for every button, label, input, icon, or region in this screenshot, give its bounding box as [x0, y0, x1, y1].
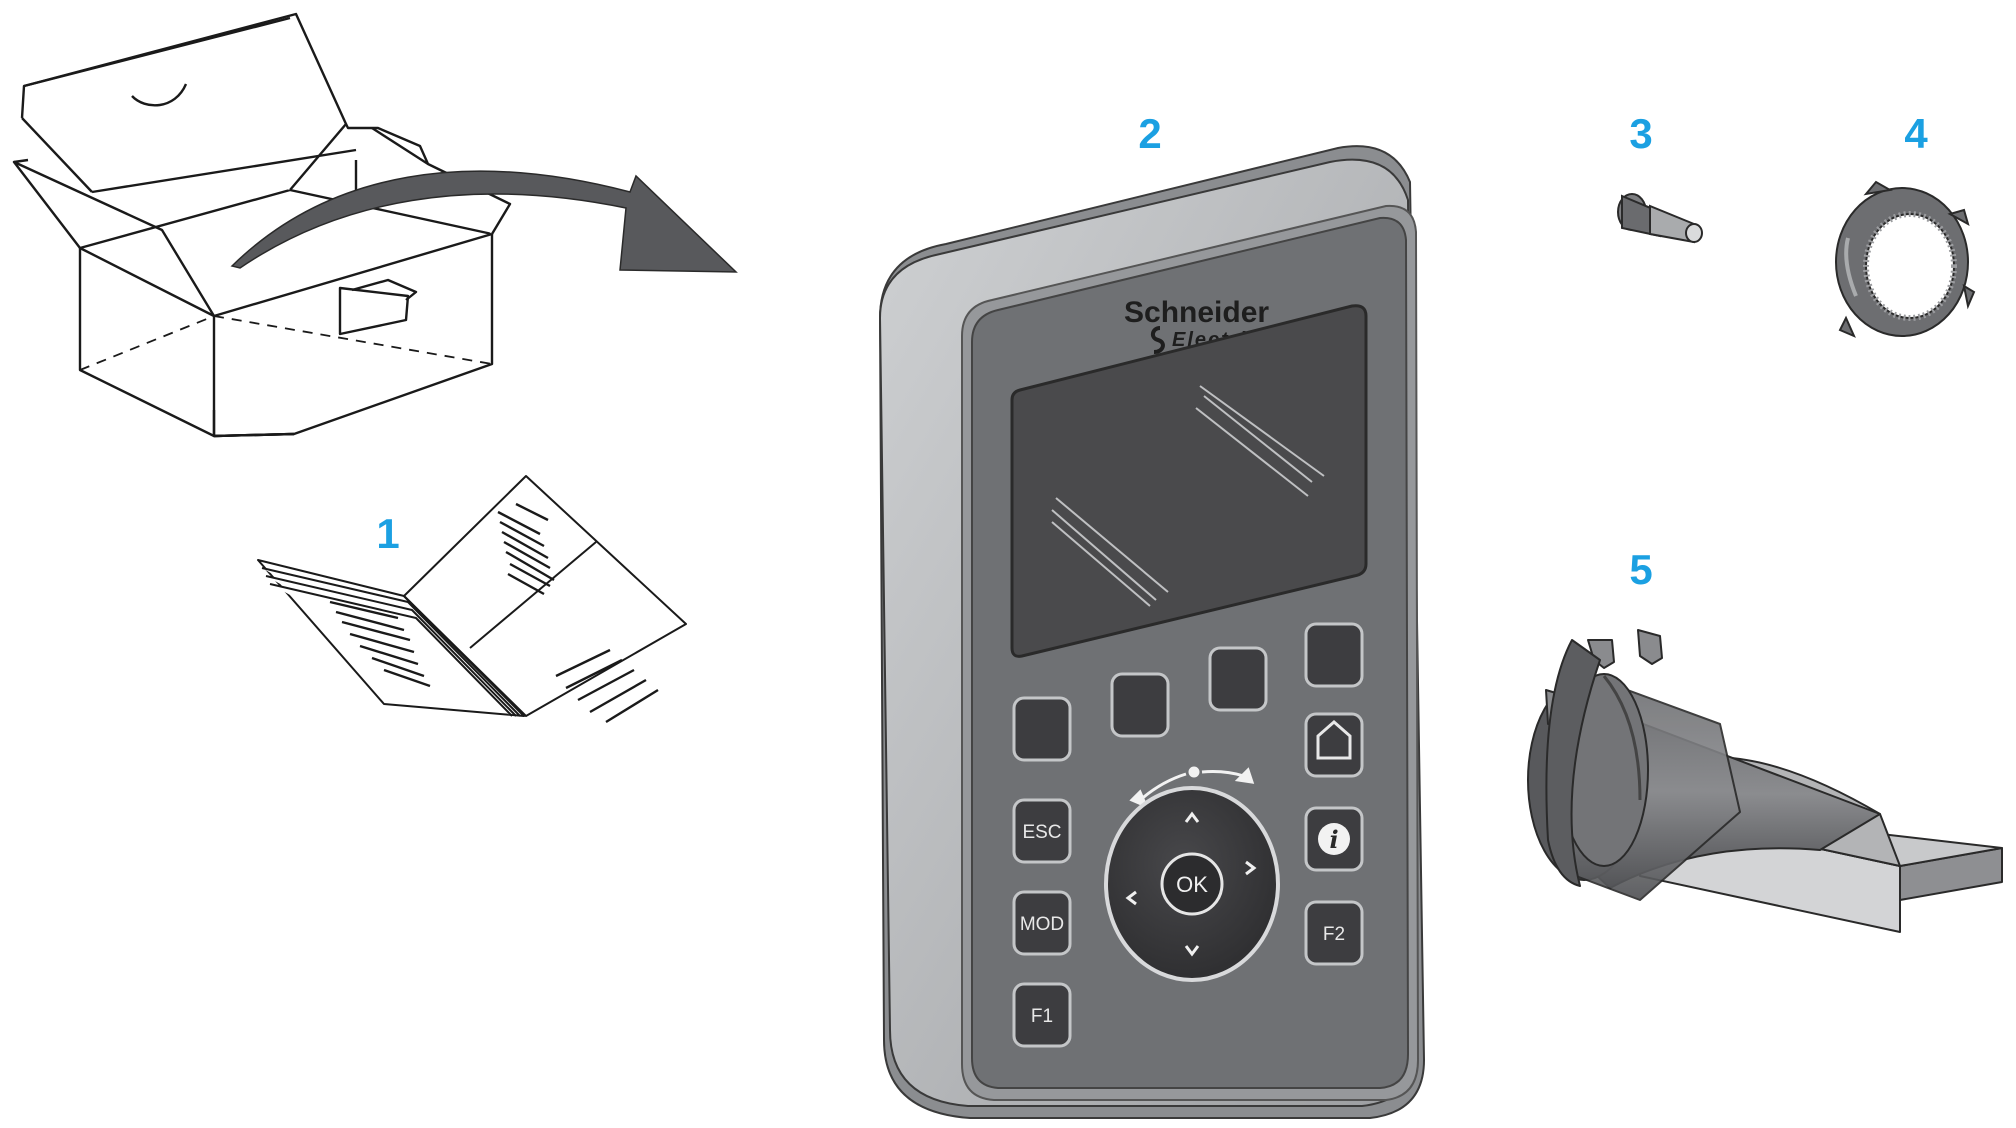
packaging-box	[12, 12, 512, 438]
blanking-plug	[1617, 193, 1703, 244]
svg-text:i: i	[1329, 825, 1338, 854]
remote-graphic-terminal: Schneider Electric i F2	[878, 145, 1426, 1119]
brand-name: Schneider	[1124, 296, 1269, 329]
mod-key[interactable]: MOD	[1012, 890, 1072, 956]
f2-key-label: F2	[1323, 924, 1345, 945]
display-screen	[1010, 304, 1368, 658]
unpack-arrow	[230, 170, 738, 273]
brand-logo-icon	[1151, 326, 1165, 354]
callout-1: 1	[376, 510, 399, 557]
soft-key-4[interactable]	[1304, 622, 1364, 688]
soft-key-3[interactable]	[1208, 646, 1268, 712]
mod-key-label: MOD	[1020, 914, 1064, 935]
instruction-booklet	[257, 475, 687, 724]
arrow-up-icon[interactable]	[1184, 811, 1200, 823]
f1-key-label: F1	[1031, 1006, 1053, 1027]
soft-key-2[interactable]	[1110, 672, 1170, 738]
ok-label: OK	[1176, 872, 1208, 897]
mounting-nut	[1835, 180, 1976, 338]
home-icon	[1316, 720, 1352, 760]
esc-key[interactable]: ESC	[1012, 798, 1072, 864]
callout-3: 3	[1629, 110, 1652, 157]
esc-key-label: ESC	[1022, 822, 1061, 843]
navigation-dial[interactable]: OK	[1104, 786, 1280, 982]
tightening-tool	[1527, 629, 2003, 933]
f2-key[interactable]: F2	[1304, 900, 1364, 966]
callout-5: 5	[1629, 546, 1652, 593]
callout-2: 2	[1138, 110, 1161, 157]
jog-rotation-icon	[1129, 766, 1255, 809]
ok-button[interactable]	[1160, 852, 1224, 916]
screen-glare	[1051, 385, 1325, 607]
callout-4: 4	[1904, 110, 1928, 157]
info-key[interactable]: i	[1304, 806, 1364, 872]
arrow-right-icon[interactable]	[1245, 860, 1257, 876]
info-icon	[1318, 823, 1350, 855]
arrow-left-icon[interactable]	[1125, 890, 1137, 906]
arrow-down-icon[interactable]	[1184, 945, 1200, 957]
soft-key-1[interactable]	[1012, 696, 1072, 762]
home-key[interactable]	[1304, 712, 1364, 778]
f1-key[interactable]: F1	[1012, 982, 1072, 1048]
